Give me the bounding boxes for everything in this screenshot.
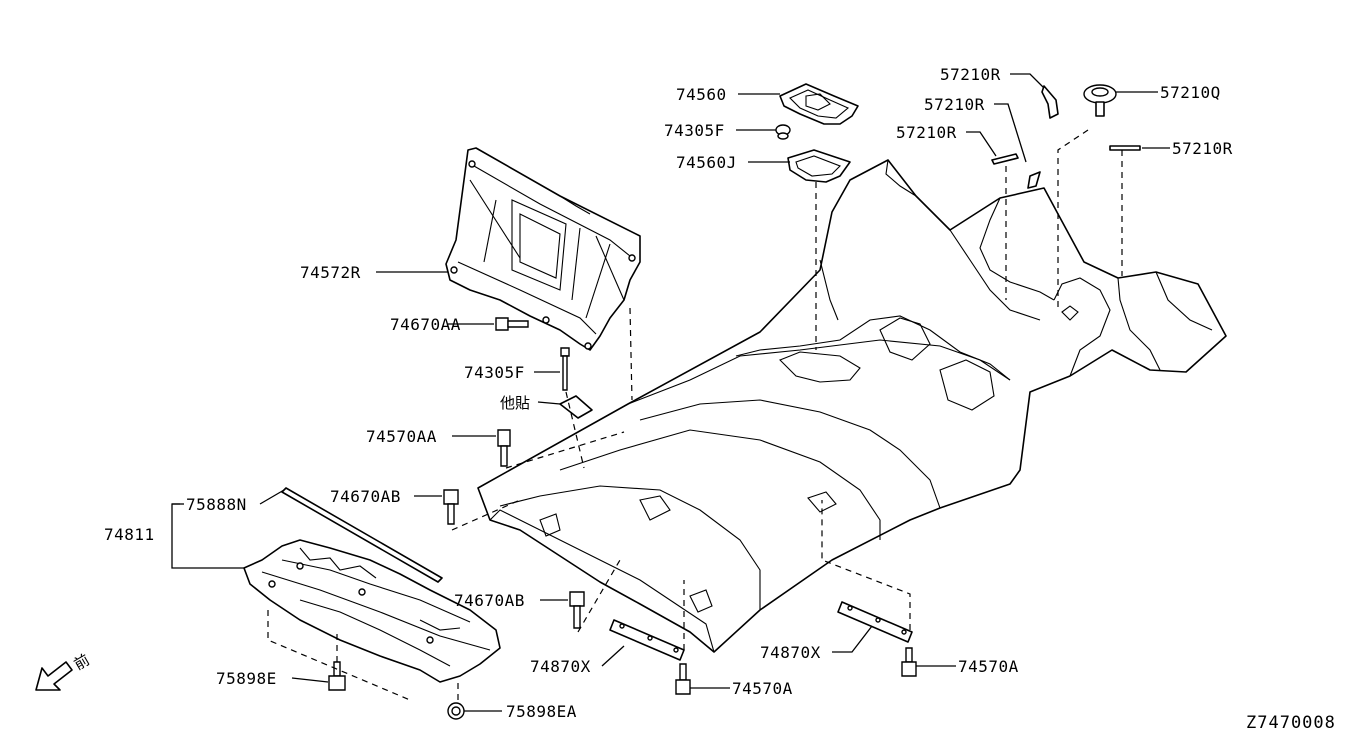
upper-cover-74572R [445, 147, 641, 351]
leader-lines [171, 73, 1170, 712]
label-74570A-b: 74570A [958, 657, 1019, 676]
install-lines [267, 129, 1123, 701]
clip-57210R-mid [991, 153, 1019, 165]
bracket-74870X-right [837, 601, 913, 643]
label-74560: 74560 [676, 85, 727, 104]
label-insulator: 他貼 [500, 394, 530, 412]
clip-57210R-right [1109, 145, 1141, 151]
nut-75898EA [447, 702, 465, 720]
label-74570A-a: 74570A [732, 679, 793, 698]
bolt-74570A-right [901, 647, 917, 677]
insulator-pad [559, 395, 593, 419]
bolt-74670AA [495, 317, 529, 331]
label-57210R-c: 57210R [896, 123, 957, 142]
front-arrow-icon [35, 661, 73, 691]
bolt-75898E [328, 661, 346, 691]
bolt-74570AA [497, 429, 511, 467]
label-75898E: 75898E [216, 669, 277, 688]
bolt-74670AB-upper [443, 489, 459, 525]
part-labels: 74560 74305F 74560J 57210R 57210R 57210R… [104, 65, 1233, 721]
label-75898EA: 75898EA [506, 702, 577, 721]
diagram-code: Z7470008 [1246, 713, 1336, 733]
label-74811: 74811 [104, 525, 155, 544]
clip-74305F-mid [560, 347, 570, 391]
label-74670AB-b: 74670AB [454, 591, 525, 610]
label-57210R-b: 57210R [924, 95, 985, 114]
clip-57210R-small [1027, 171, 1041, 189]
label-74572R: 74572R [300, 263, 361, 282]
grommet-57210Q [1083, 84, 1117, 117]
label-74670AA: 74670AA [390, 315, 461, 334]
label-74870X-b: 74870X [760, 643, 821, 662]
label-74570AA: 74570AA [366, 427, 437, 446]
bolt-74670AB-lower [569, 591, 585, 629]
label-74305F-mid: 74305F [464, 363, 525, 382]
label-74305F-top: 74305F [664, 121, 725, 140]
label-74670AB-a: 74670AB [330, 487, 401, 506]
label-74560J: 74560J [676, 153, 737, 172]
front-marker: 前 [71, 651, 93, 674]
label-57210R-d: 57210R [1172, 139, 1233, 158]
cover-74560 [779, 83, 859, 125]
label-57210Q: 57210Q [1160, 83, 1221, 102]
clip-74305F-top [775, 124, 791, 140]
bracket-57210R-upper [1041, 85, 1059, 119]
seal-74560J [787, 149, 851, 183]
label-75888N: 75888N [186, 495, 247, 514]
label-57210R-a: 57210R [940, 65, 1001, 84]
bolt-74570A-left [675, 663, 691, 695]
floor-panel [477, 159, 1227, 653]
seal-strip-75888N [281, 487, 443, 583]
bracket-74870X-left [609, 619, 685, 661]
lower-shield-74811 [243, 539, 501, 683]
label-74870X-a: 74870X [530, 657, 591, 676]
